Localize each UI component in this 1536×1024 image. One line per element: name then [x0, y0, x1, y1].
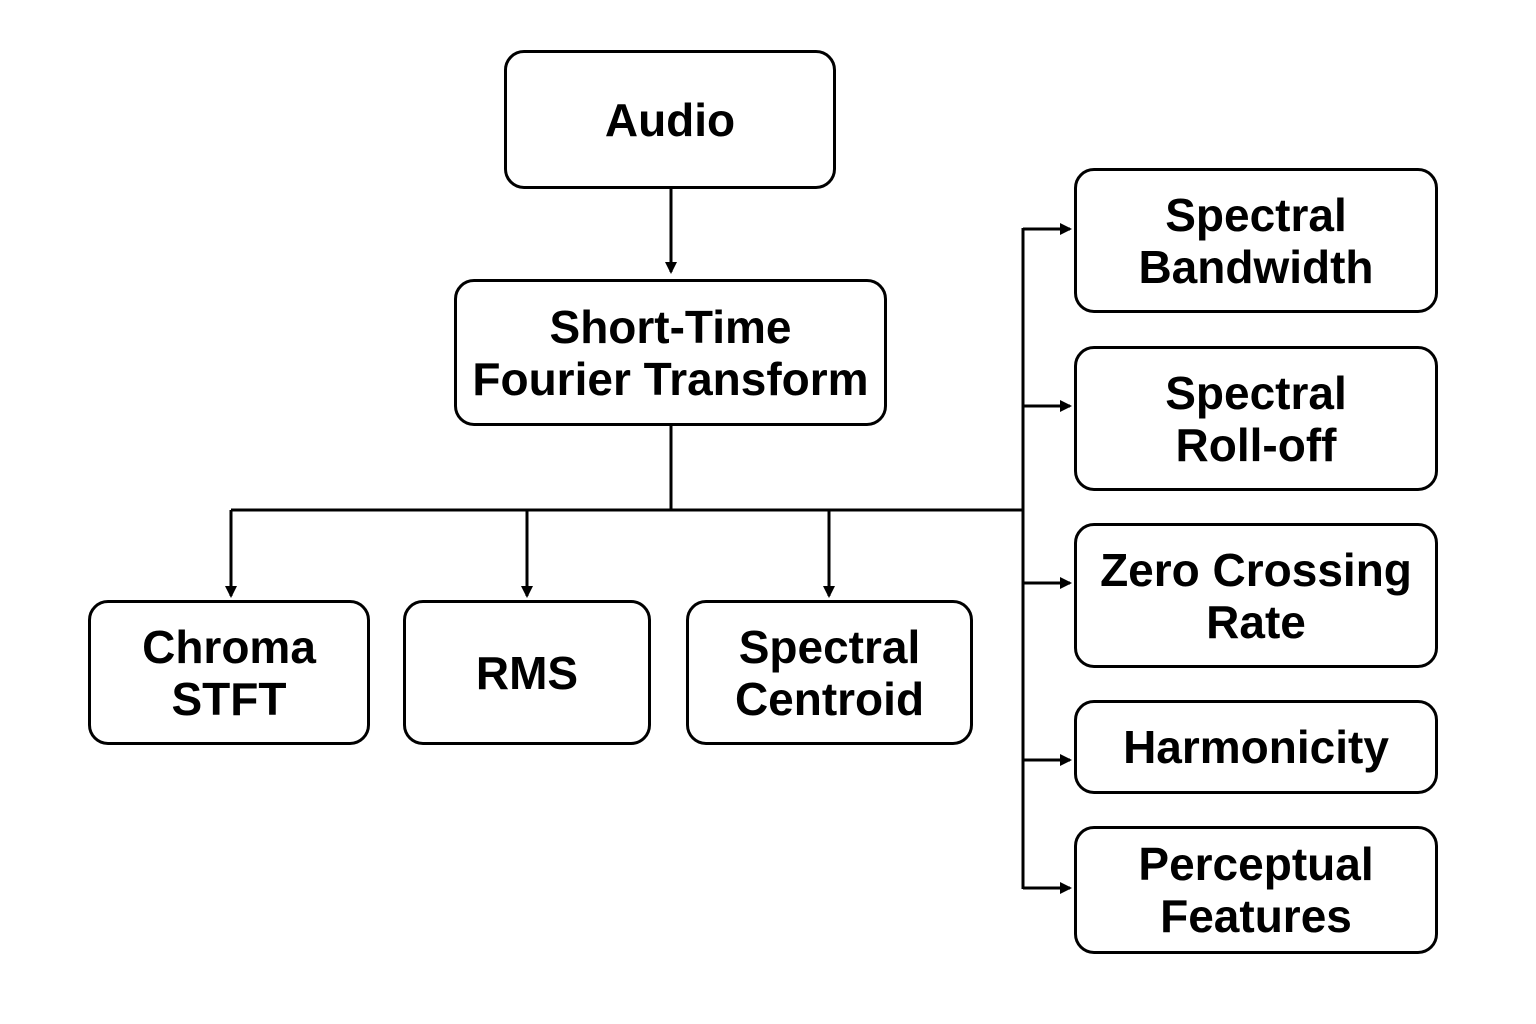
node-stft-label-line1: Short-Time — [549, 300, 792, 353]
node-stft-label-line2: Fourier Transform — [472, 352, 869, 405]
node-centroid-label-line2: Centroid — [734, 672, 925, 725]
node-centroid-label-line1: Spectral — [738, 620, 921, 673]
node-harmonicity-label: Harmonicity — [1123, 721, 1389, 773]
node-spectral-rolloff: Spectral Roll-off — [1074, 346, 1438, 491]
node-perceptual-label-line2: Features — [1160, 890, 1352, 942]
node-audio: Audio — [504, 50, 836, 189]
node-bandwidth-label-line2: Bandwidth — [1138, 240, 1374, 293]
node-rms: RMS — [403, 600, 651, 745]
node-rms-label: RMS — [475, 646, 579, 699]
node-chroma-label-line2: STFT — [171, 672, 287, 725]
node-stft: Short-Time Fourier Transform — [454, 279, 887, 426]
node-audio-label: Audio — [604, 93, 736, 146]
node-spectral-bandwidth: Spectral Bandwidth — [1074, 168, 1438, 313]
node-zcr-label-line1: Zero Crossing — [1100, 543, 1412, 596]
node-zero-crossing-rate: Zero Crossing Rate — [1074, 523, 1438, 668]
node-rolloff-label-line1: Spectral — [1165, 366, 1347, 419]
node-zcr-label-line2: Rate — [1206, 595, 1306, 648]
node-rolloff-label-line2: Roll-off — [1175, 418, 1337, 471]
node-chroma-stft: Chroma STFT — [88, 600, 370, 745]
node-bandwidth-label-line1: Spectral — [1165, 188, 1347, 241]
node-perceptual-features: Perceptual Features — [1074, 826, 1438, 954]
node-spectral-centroid: Spectral Centroid — [686, 600, 973, 745]
node-perceptual-label-line1: Perceptual — [1138, 838, 1374, 890]
node-chroma-label-line1: Chroma — [142, 620, 316, 673]
node-harmonicity: Harmonicity — [1074, 700, 1438, 794]
